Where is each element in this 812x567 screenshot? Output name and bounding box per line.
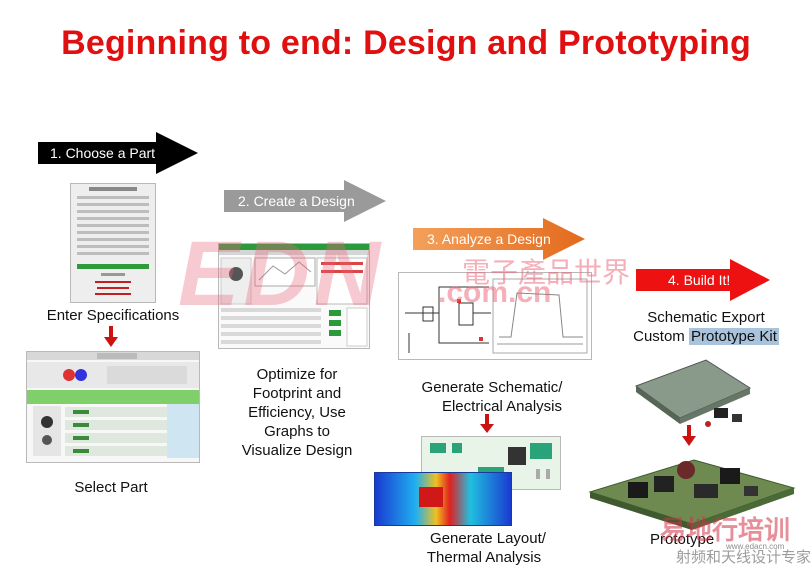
optimize-line-4: Graphs to — [264, 423, 330, 440]
built-prototype-image — [584, 448, 798, 534]
design-tool-screenshot — [218, 243, 370, 349]
gen-schematic-line-2: Electrical Analysis — [441, 398, 563, 415]
step-3-arrow: 3. Analyze a Design — [413, 218, 585, 260]
caption-optimize: Optimize for Footprint and Efficiency, U… — [222, 365, 372, 460]
step-2-label: 2. Create a Design — [238, 193, 355, 209]
optimize-line-5: Visualize Design — [241, 442, 353, 459]
corner-watermark-2: 射频和天线设计专家 — [676, 549, 812, 566]
down-arrow-2-icon — [480, 414, 494, 433]
caption-generate-layout: Generate Layout/ Thermal Analysis — [398, 529, 570, 567]
prototype-kit-image — [628, 352, 752, 432]
optimize-line-2: Footprint and — [252, 385, 342, 402]
slide-title: Beginning to end: Design and Prototyping — [61, 24, 751, 62]
optimize-line-3: Efficiency, Use — [248, 404, 346, 421]
custom-kit-prefix: Custom — [633, 328, 689, 345]
down-arrow-1-icon — [104, 326, 118, 347]
caption-enter-specifications: Enter Specifications — [46, 307, 180, 324]
caption-schematic-export: Schematic Export Custom Prototype Kit — [616, 308, 796, 346]
thermal-analysis-screenshot — [374, 472, 512, 526]
step-4-arrow: 4. Build It! — [636, 259, 770, 301]
schematic-screenshot — [398, 272, 592, 360]
spec-form-screenshot — [70, 183, 156, 303]
optimize-line-1: Optimize for — [256, 366, 338, 383]
down-arrow-3-icon — [682, 425, 696, 446]
schematic-export-text: Schematic Export — [647, 309, 765, 326]
gen-layout-line-1: Generate Layout/ — [430, 530, 546, 547]
caption-prototype: Prototype — [650, 531, 715, 548]
gen-layout-line-2: Thermal Analysis — [426, 549, 542, 566]
step-2-arrow: 2. Create a Design — [224, 180, 386, 222]
step-1-arrow: 1. Choose a Part — [38, 132, 198, 174]
prototype-kit-highlight: Prototype Kit — [688, 328, 779, 345]
gen-schematic-line-1: Generate Schematic/ — [421, 379, 563, 396]
step-1-label: 1. Choose a Part — [50, 145, 156, 161]
step-4-label: 4. Build It! — [668, 272, 731, 288]
step-3-label: 3. Analyze a Design — [427, 231, 551, 247]
custom-kit-line: Custom Prototype Kit — [616, 327, 796, 346]
caption-generate-schematic: Generate Schematic/ Electrical Analysis — [406, 378, 578, 416]
caption-select-part: Select Part — [74, 479, 148, 496]
select-part-screenshot — [26, 351, 200, 463]
